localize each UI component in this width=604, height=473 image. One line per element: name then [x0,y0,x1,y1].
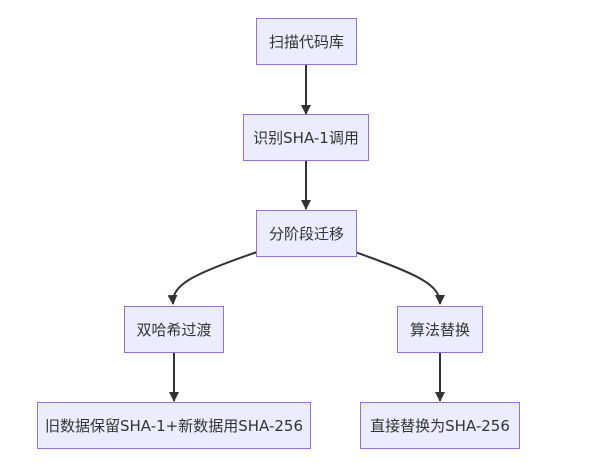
edge-migrate-to-replace [354,251,445,305]
edge-migrate-to-dual [167,251,258,305]
node-algorithm-replacement: 算法替换 [397,306,483,353]
node-direct-replace-sha256: 直接替换为SHA-256 [360,402,520,449]
node-staged-migration: 分阶段迁移 [256,210,357,257]
node-keep-old-sha1-new-sha256: 旧数据保留SHA-1+新数据用SHA-256 [37,402,311,449]
node-scan-codebase: 扫描代码库 [256,18,357,65]
node-dual-hash-transition: 双哈希过渡 [124,306,224,353]
node-identify-sha1-calls: 识别SHA-1调用 [243,114,369,161]
